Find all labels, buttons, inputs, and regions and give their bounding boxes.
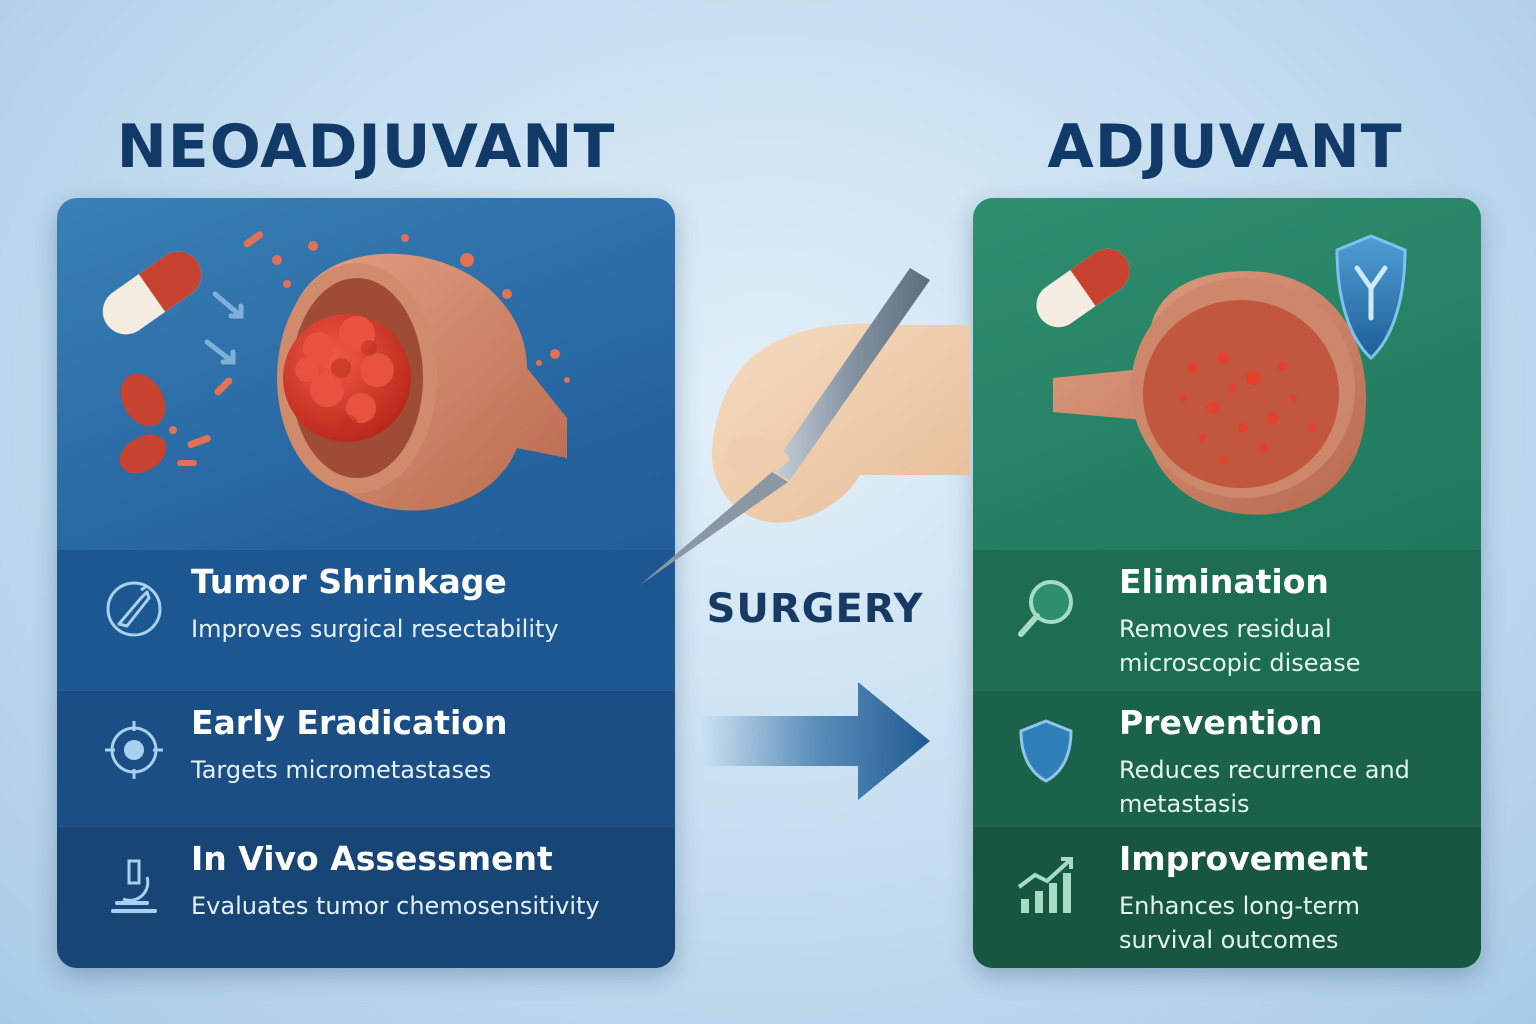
benefit-early-eradication: Early Eradication Targets micrometastase… bbox=[57, 690, 675, 827]
benefit-description: Targets micrometastases bbox=[191, 756, 492, 784]
right-arrow-icon bbox=[700, 682, 934, 800]
scalpel-icon bbox=[640, 268, 970, 585]
tumor-illustration-icon bbox=[102, 231, 570, 511]
neoadjuvant-illustration bbox=[57, 198, 675, 550]
adjuvant-heading: ADJUVANT bbox=[1047, 112, 1403, 182]
benefit-prevention: Prevention Reduces recurrence and metast… bbox=[973, 690, 1481, 827]
benefit-description: Reduces recurrence and metastasis bbox=[1119, 756, 1410, 818]
neoadjuvant-panel: Tumor Shrinkage Improves surgical resect… bbox=[57, 198, 675, 968]
benefit-description: Improves surgical resectability bbox=[191, 615, 559, 643]
benefit-title: Tumor Shrinkage bbox=[191, 562, 507, 601]
resected-tissue-illustration-icon bbox=[1036, 234, 1407, 515]
benefit-title: In Vivo Assessment bbox=[191, 839, 553, 878]
growth-chart-icon bbox=[1013, 853, 1079, 919]
benefit-description: Enhances long-term survival outcomes bbox=[1119, 892, 1361, 954]
benefit-title: Elimination bbox=[1119, 562, 1329, 601]
neoadjuvant-heading: NEOADJUVANT bbox=[116, 112, 616, 182]
adjuvant-illustration bbox=[973, 198, 1481, 550]
hand-scalpel-illustration bbox=[620, 250, 980, 590]
shield-icon bbox=[1013, 717, 1079, 783]
surgery-label: SURGERY bbox=[706, 586, 924, 632]
benefit-title: Prevention bbox=[1119, 703, 1323, 742]
benefit-description: Removes residual microscopic disease bbox=[1119, 615, 1361, 677]
magnifier-icon bbox=[1013, 576, 1079, 642]
adjuvant-benefits-list: Elimination Removes residual microscopic… bbox=[973, 550, 1481, 968]
benefit-title: Improvement bbox=[1119, 839, 1369, 878]
target-icon bbox=[101, 717, 167, 783]
neoadjuvant-benefits-list: Tumor Shrinkage Improves surgical resect… bbox=[57, 550, 675, 968]
benefit-elimination: Elimination Removes residual microscopic… bbox=[973, 550, 1481, 690]
benefit-improvement: Improvement Enhances long-term survival … bbox=[973, 826, 1481, 968]
adjuvant-panel: Elimination Removes residual microscopic… bbox=[973, 198, 1481, 968]
benefit-title: Early Eradication bbox=[191, 703, 508, 742]
microscope-icon bbox=[101, 853, 167, 919]
scalpel-target-icon bbox=[101, 576, 167, 642]
benefit-description: Evaluates tumor chemosensitivity bbox=[191, 892, 600, 920]
benefit-tumor-shrinkage: Tumor Shrinkage Improves surgical resect… bbox=[57, 550, 675, 690]
benefit-in-vivo-assessment: In Vivo Assessment Evaluates tumor chemo… bbox=[57, 826, 675, 968]
